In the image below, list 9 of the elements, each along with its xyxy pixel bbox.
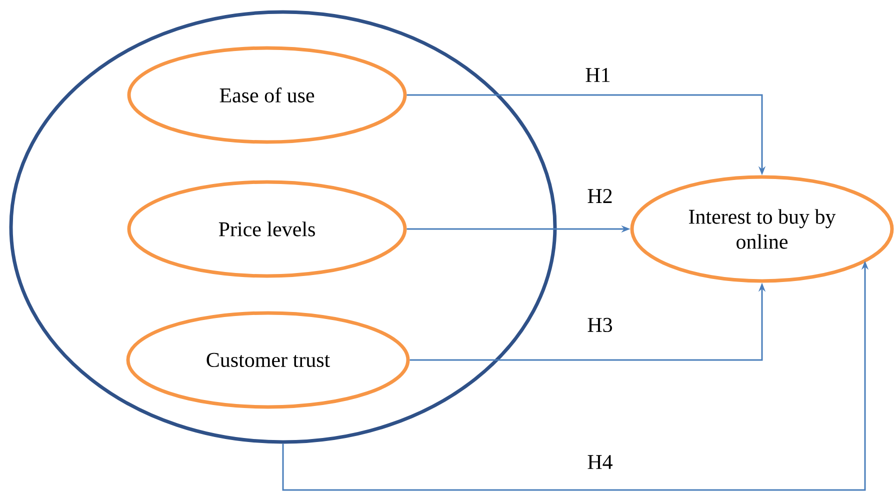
ellipse-node: Ease of use: [127, 46, 407, 144]
ellipse-node: Interest to buy by online: [630, 175, 894, 283]
edge-label: H2: [588, 189, 612, 203]
group-ellipse: [9, 10, 557, 444]
edge-label: H1: [586, 68, 610, 82]
ellipse-node: Customer trust: [126, 311, 410, 409]
edge-label: H3: [588, 318, 612, 332]
ellipse-node: Price levels: [127, 180, 407, 278]
edge-label: H4: [588, 455, 612, 469]
